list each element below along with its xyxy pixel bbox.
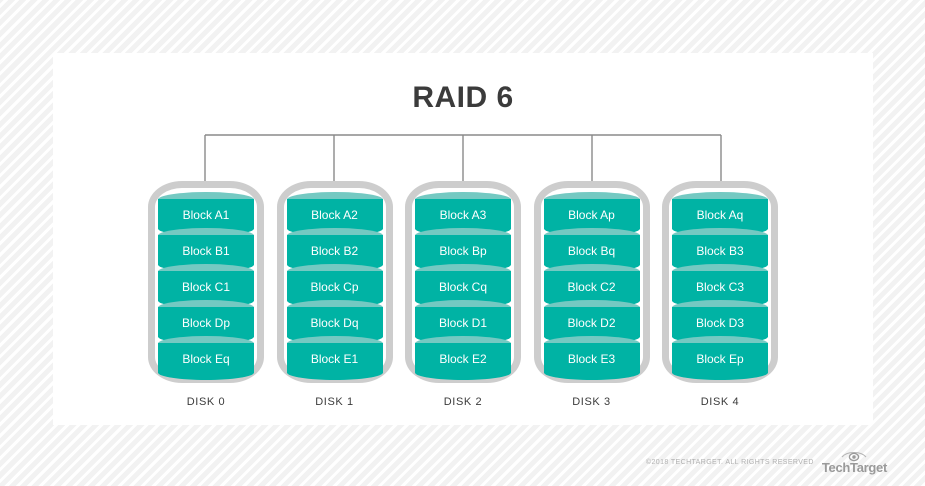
- cylinder-body: [158, 235, 254, 265]
- eye-icon: [841, 451, 867, 462]
- footer: ©2018 TECHTARGET. ALL RIGHTS RESERVED Te…: [646, 450, 887, 474]
- disk-casing-0: Block A1 Block B1 Block C1: [148, 181, 264, 383]
- cylinder-body: [543, 199, 640, 229]
- disk-label-4: DISK 4: [700, 396, 740, 408]
- disk-block[interactable]: Block Ap: [543, 192, 640, 236]
- disk-row: Block A1 Block B1 Block C1: [53, 181, 873, 411]
- block-label: Block E1: [310, 352, 359, 366]
- cylinder-body: [672, 235, 768, 265]
- block-label: Block B3: [696, 244, 744, 258]
- block-label: Block Eq: [182, 352, 230, 366]
- block-label: Block D1: [438, 316, 488, 330]
- cylinder-body: [672, 199, 768, 229]
- block-label: Block A1: [182, 208, 230, 222]
- block-label: Block B2: [310, 244, 359, 258]
- logo-wordmark: TechTarget: [821, 460, 887, 475]
- cylinder-body: [543, 235, 640, 265]
- block-label: Block Ap: [568, 208, 615, 222]
- cylinder-body: [286, 235, 383, 265]
- block-label: Block B1: [182, 244, 230, 258]
- cylinder-body: [672, 307, 768, 337]
- block-label: Block Cp: [310, 280, 359, 294]
- disk-block[interactable]: Block C2: [543, 264, 640, 308]
- disk-block[interactable]: Block E1: [286, 336, 383, 380]
- cylinder-body: [415, 343, 511, 373]
- disk-column-0[interactable]: Block A1 Block B1 Block C1: [148, 181, 264, 411]
- block-label: Block Cq: [438, 280, 488, 294]
- disk-column-4[interactable]: Block Aq Block B3 Block C3: [662, 181, 778, 411]
- block-label: Block C1: [181, 280, 231, 294]
- block-label: Block E2: [439, 352, 487, 366]
- cylinder-body: [415, 271, 511, 301]
- disk-block[interactable]: Block Eq: [158, 336, 254, 380]
- block-label: Block Dp: [181, 316, 231, 330]
- disk-block[interactable]: Block B1: [158, 228, 254, 272]
- disk-label-2: DISK 2: [443, 396, 483, 408]
- disk-label-1: DISK 1: [315, 396, 354, 408]
- page-title: RAID 6: [412, 81, 514, 114]
- block-label: Block D2: [567, 316, 616, 330]
- disk-block[interactable]: Block A1: [158, 192, 254, 236]
- cylinder-body: [286, 307, 383, 337]
- block-label: Block Dq: [310, 316, 359, 330]
- disk-column-3[interactable]: Block Ap Block Bq Block C2: [533, 181, 650, 411]
- cylinder-body: [158, 271, 254, 301]
- cylinder-body: [158, 199, 254, 229]
- cylinder-body: [286, 343, 383, 373]
- block-label: Block D3: [695, 316, 745, 330]
- block-label: Block Ep: [696, 352, 744, 366]
- cylinder-body: [415, 235, 511, 265]
- block-label: Block Bp: [439, 244, 487, 258]
- block-stack-1: Block A2 Block B2 Block Cp: [286, 192, 383, 380]
- disk-block[interactable]: Block E2: [415, 336, 511, 380]
- disk-block[interactable]: Block E3: [543, 336, 640, 380]
- disk-casing-1: Block A2 Block B2 Block Cp: [276, 181, 393, 383]
- block-stack-3: Block Ap Block Bq Block C2: [543, 192, 640, 380]
- cylinder-body: [415, 307, 511, 337]
- cylinder-body: [543, 307, 640, 337]
- disk-block[interactable]: Block A3: [415, 192, 511, 236]
- block-label: Block E3: [567, 352, 616, 366]
- disk-column-2[interactable]: Block A3 Block Bp Block Cq: [405, 181, 521, 411]
- diagram-card: RAID 6 Block A1: [53, 53, 873, 425]
- cylinder-body: [158, 307, 254, 337]
- cylinder-body: [286, 199, 383, 229]
- cylinder-body: [672, 271, 768, 301]
- block-label: Block A2: [311, 208, 358, 222]
- block-stack-4: Block Aq Block B3 Block C3: [672, 192, 768, 380]
- cylinder-body: [158, 343, 254, 373]
- block-label: Block Aq: [696, 208, 744, 222]
- cylinder-body: [543, 343, 640, 373]
- disk-casing-2: Block A3 Block Bp Block Cq: [405, 181, 521, 383]
- block-label: Block C3: [695, 280, 745, 294]
- block-label: Block Bq: [567, 244, 616, 258]
- disk-block[interactable]: Block Ep: [672, 336, 768, 380]
- block-stack-2: Block A3 Block Bp Block Cq: [415, 192, 511, 380]
- disk-block[interactable]: Block C3: [672, 264, 768, 308]
- cylinder-body: [672, 343, 768, 373]
- block-label: Block A3: [439, 208, 487, 222]
- copyright-text: ©2018 TECHTARGET. ALL RIGHTS RESERVED: [645, 458, 814, 466]
- disk-casing-4: Block Aq Block B3 Block C3: [662, 181, 778, 383]
- disk-column-1[interactable]: Block A2 Block B2 Block Cp: [276, 181, 393, 411]
- techtarget-logo: TechTarget: [822, 450, 887, 474]
- block-label: Block C2: [567, 280, 616, 294]
- cylinder-body: [415, 199, 511, 229]
- cylinder-body: [543, 271, 640, 301]
- disk-label-0: DISK 0: [186, 396, 226, 408]
- disk-casing-3: Block Ap Block Bq Block C2: [533, 181, 650, 383]
- disk-label-3: DISK 3: [572, 396, 611, 408]
- cylinder-body: [286, 271, 383, 301]
- block-stack-0: Block A1 Block B1 Block C1: [158, 192, 254, 380]
